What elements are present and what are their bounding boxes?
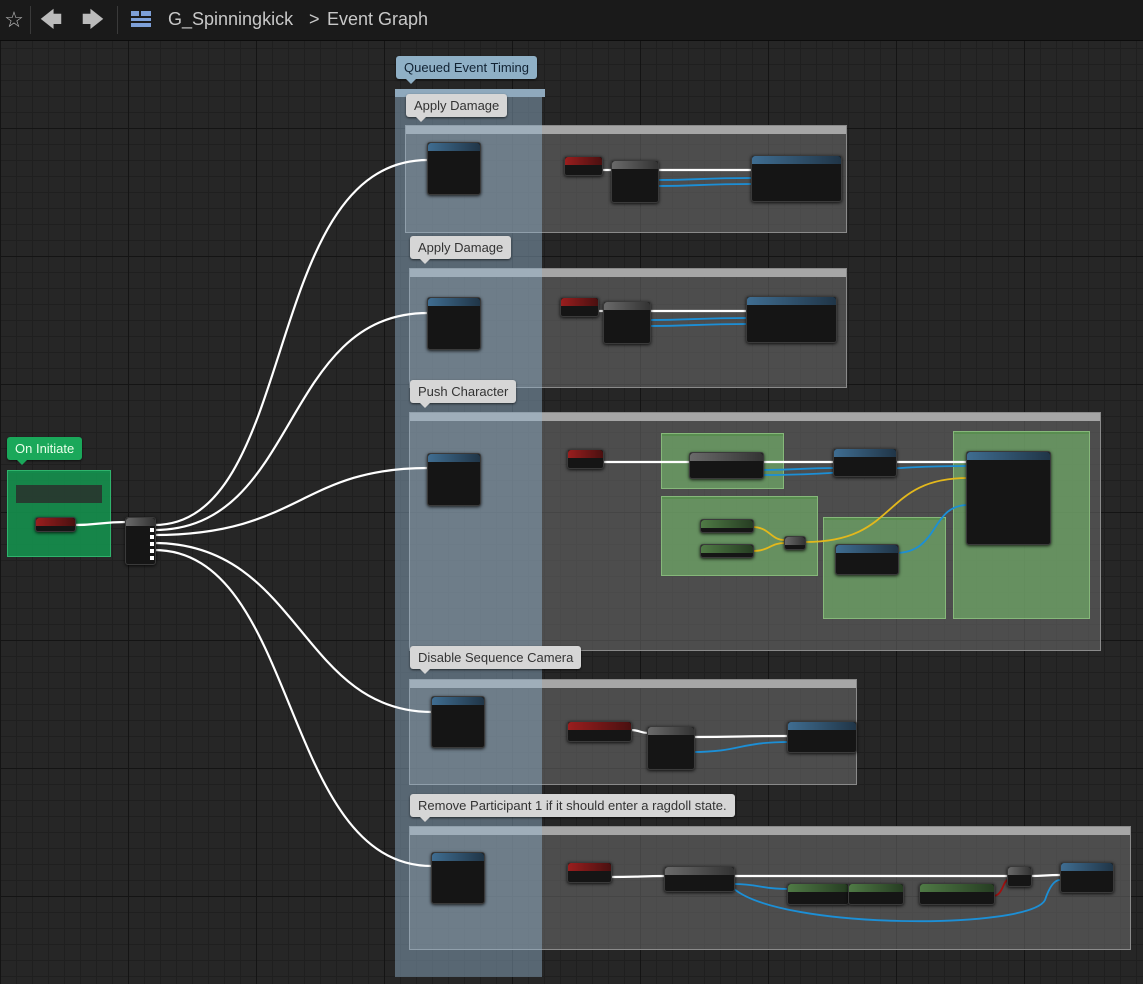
get-linked-actor-node[interactable] bbox=[787, 883, 849, 905]
remove-participant-node[interactable] bbox=[1060, 862, 1114, 893]
exec-wire bbox=[153, 466, 429, 537]
get-participant-node[interactable] bbox=[689, 452, 764, 479]
event-ragdoll-node[interactable] bbox=[567, 862, 612, 883]
exec-pin[interactable] bbox=[150, 556, 154, 560]
object-wire bbox=[656, 183, 753, 187]
should-be-used-node[interactable] bbox=[919, 883, 995, 905]
apply-damage-node[interactable] bbox=[746, 296, 837, 343]
comment-bubble-remove-participant[interactable]: Remove Participant 1 if it should enter … bbox=[410, 794, 735, 822]
push-direction-node[interactable] bbox=[700, 519, 754, 533]
object-wire bbox=[656, 177, 753, 181]
event-on-initiate-node[interactable] bbox=[35, 517, 76, 532]
movement-component-node[interactable] bbox=[835, 544, 899, 575]
exec-wire bbox=[153, 548, 433, 868]
bound-event-entity-node[interactable] bbox=[611, 160, 659, 203]
event-damage-node[interactable] bbox=[560, 297, 599, 317]
comment-bubble-push-character[interactable]: Push Character bbox=[410, 380, 517, 408]
math-node[interactable] bbox=[784, 536, 806, 550]
arrow-left-icon[interactable]: 🡄 bbox=[39, 7, 63, 32]
breadcrumb-graph[interactable]: Event Graph bbox=[327, 9, 429, 29]
arrow-right-icon[interactable]: 🡆 bbox=[81, 7, 105, 32]
event-push-node[interactable] bbox=[567, 449, 604, 469]
exec-wire bbox=[73, 520, 127, 527]
exec-pin[interactable] bbox=[150, 528, 154, 532]
object-wire bbox=[894, 504, 969, 554]
star-icon[interactable]: ☆ bbox=[4, 7, 24, 32]
exec-wire bbox=[692, 734, 789, 739]
comment-on-initiate[interactable] bbox=[7, 470, 111, 557]
comment-bubble-apply-damage-2[interactable]: Apply Damage bbox=[410, 236, 512, 264]
vector-wire bbox=[804, 477, 969, 543]
exec-wire bbox=[629, 728, 649, 735]
comment-bubble-on-initiate[interactable]: On Initiate bbox=[7, 437, 83, 465]
breadcrumb-separator: > bbox=[309, 9, 320, 29]
bound-event-entity-node[interactable] bbox=[603, 301, 651, 344]
exec-pin[interactable] bbox=[150, 542, 154, 546]
add-queued-event-node[interactable] bbox=[427, 453, 481, 506]
object-wire bbox=[732, 879, 1061, 923]
add-queued-event-node[interactable] bbox=[427, 297, 481, 350]
comment-bubble-apply-damage-1[interactable]: Apply Damage bbox=[406, 94, 508, 122]
exec-pin[interactable] bbox=[150, 535, 154, 539]
exec-pin[interactable] bbox=[150, 549, 154, 553]
event-disable-camera-node[interactable] bbox=[567, 721, 632, 742]
exec-wire bbox=[609, 874, 666, 879]
get-participant-node[interactable] bbox=[664, 866, 735, 892]
add-queued-event-node[interactable] bbox=[427, 142, 481, 195]
exec-wire bbox=[153, 158, 429, 527]
add-queued-event-node[interactable] bbox=[431, 696, 485, 748]
get-component-by-class-node[interactable] bbox=[848, 883, 904, 905]
blueprint-icon bbox=[131, 11, 151, 27]
comment-remove-participant[interactable] bbox=[409, 826, 1131, 950]
bound-event-entity-node[interactable] bbox=[647, 726, 695, 770]
editor-toolbar: ☆ 🡄 🡆 G_Spinningkick > Event Graph bbox=[0, 0, 1143, 41]
object-wire bbox=[648, 317, 748, 321]
toolbar-divider bbox=[30, 6, 31, 34]
exec-wire bbox=[1029, 873, 1061, 878]
exec-wire bbox=[153, 311, 429, 532]
vector-wire bbox=[751, 542, 786, 552]
comment-bubble-disable-camera[interactable]: Disable Sequence Camera bbox=[410, 646, 582, 674]
exec-wire bbox=[153, 541, 433, 714]
apply-camera-node[interactable] bbox=[787, 721, 857, 753]
comment-description bbox=[16, 485, 102, 503]
branch-node[interactable] bbox=[1007, 866, 1032, 887]
apply-damage-node[interactable] bbox=[751, 155, 842, 202]
add-queued-event-node[interactable] bbox=[431, 852, 485, 904]
object-wire bbox=[692, 741, 789, 753]
breadcrumb-asset[interactable]: G_Spinningkick bbox=[168, 9, 294, 29]
set-grapple-object-node[interactable] bbox=[966, 451, 1051, 545]
object-wire bbox=[732, 883, 789, 890]
comment-bubble-queued-event-timing[interactable]: Queued Event Timing bbox=[396, 56, 538, 84]
push-distance-node[interactable] bbox=[700, 544, 754, 558]
event-damage-node[interactable] bbox=[564, 156, 603, 176]
bool-wire bbox=[992, 879, 1009, 897]
sequence-node[interactable] bbox=[125, 517, 156, 565]
queued-event-timing-header bbox=[395, 89, 545, 97]
toolbar-divider bbox=[117, 6, 118, 34]
object-wire bbox=[648, 323, 748, 327]
apply-movement-node[interactable] bbox=[833, 448, 897, 477]
vector-wire bbox=[751, 526, 786, 541]
object-wire bbox=[761, 467, 835, 471]
